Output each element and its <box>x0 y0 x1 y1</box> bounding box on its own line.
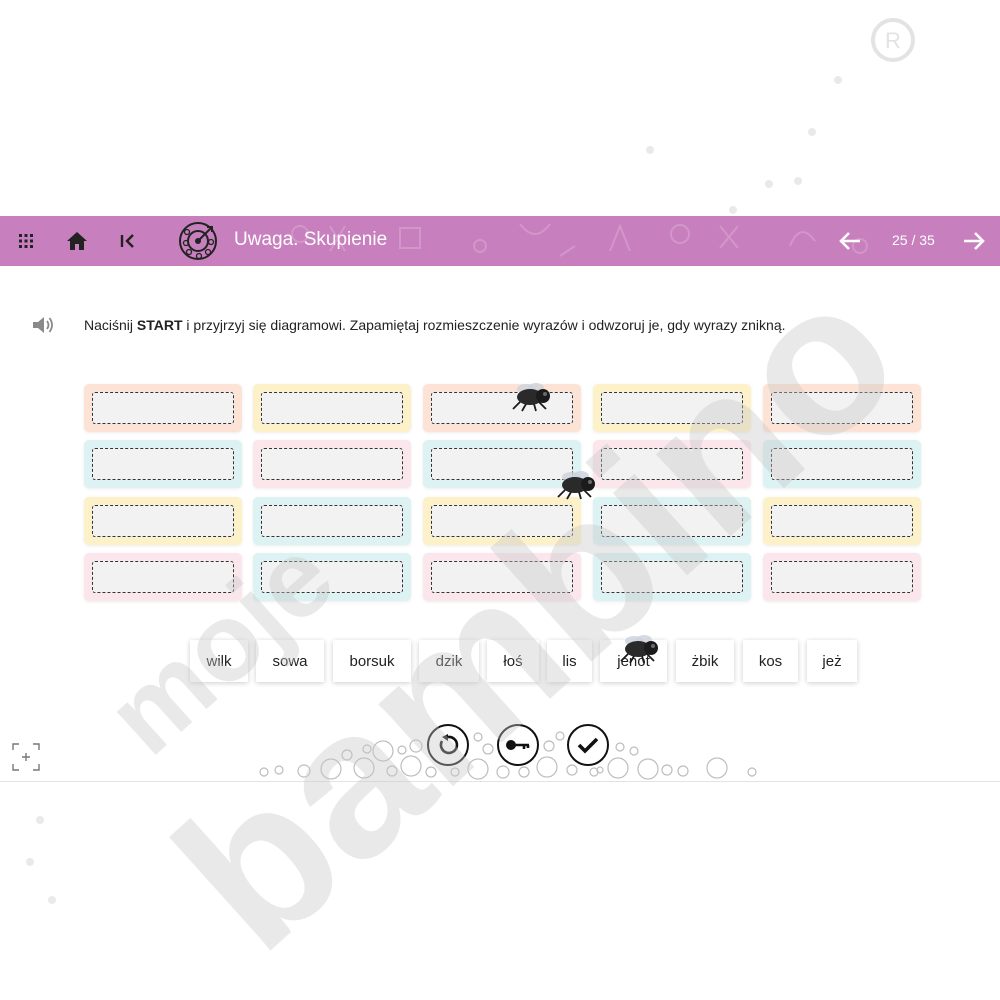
first-page-icon <box>120 234 134 248</box>
drop-slot[interactable] <box>253 553 411 601</box>
drop-slot[interactable] <box>84 440 242 488</box>
fly-icon <box>620 635 658 664</box>
focus-target-icon <box>179 222 217 260</box>
drop-slot-dashed-area <box>771 448 913 480</box>
home-button[interactable] <box>62 216 92 266</box>
drop-slot[interactable] <box>423 440 581 488</box>
registered-mark-icon: R <box>871 18 915 62</box>
app-frame-bottom <box>0 781 1000 782</box>
drop-slot-dashed-area <box>771 392 913 424</box>
page-counter: 25 / 35 <box>892 232 935 248</box>
page-title: Uwaga. Skupienie <box>234 229 388 250</box>
word-tile[interactable]: sowa <box>256 640 324 682</box>
word-tile[interactable]: jeż <box>807 640 857 682</box>
fly-icon <box>512 383 550 412</box>
drop-slot[interactable] <box>84 553 242 601</box>
previous-page-button[interactable] <box>836 216 864 266</box>
word-tile[interactable]: żbik <box>676 640 734 682</box>
drop-slot-dashed-area <box>771 561 913 593</box>
drop-slot-dashed-area <box>92 505 234 537</box>
word-tile[interactable]: borsuk <box>333 640 411 682</box>
arrow-right-icon <box>964 232 985 250</box>
drop-slot-dashed-area <box>261 505 403 537</box>
drop-slot-dashed-area <box>92 561 234 593</box>
drop-slot[interactable] <box>593 553 751 601</box>
key-icon <box>506 740 530 750</box>
drop-slot[interactable] <box>84 497 242 545</box>
drop-slot-dashed-area <box>261 561 403 593</box>
drop-slot-dashed-area <box>771 505 913 537</box>
drop-slot-dashed-area <box>261 392 403 424</box>
drop-slot[interactable] <box>593 440 751 488</box>
instruction-suffix: i przyjrzyj się diagramowi. Zapamiętaj r… <box>182 317 786 333</box>
drop-slot[interactable] <box>763 384 921 432</box>
drop-slot-dashed-area <box>431 561 573 593</box>
drop-slot[interactable] <box>593 497 751 545</box>
drop-slot[interactable] <box>253 440 411 488</box>
drop-slot-dashed-area <box>431 505 573 537</box>
drop-slot-dashed-area <box>92 392 234 424</box>
apps-grid-icon <box>19 234 33 248</box>
svg-text:R: R <box>885 28 901 53</box>
home-icon <box>67 232 87 250</box>
drop-slot-dashed-area <box>601 392 743 424</box>
drop-slot-dashed-area <box>431 448 573 480</box>
focus-target-badge <box>176 216 220 266</box>
drop-slot[interactable] <box>763 497 921 545</box>
word-tile[interactable]: dzik <box>419 640 479 682</box>
reset-icon <box>439 734 459 755</box>
drop-slot-dashed-area <box>92 448 234 480</box>
drop-slot[interactable] <box>84 384 242 432</box>
apps-grid-button[interactable] <box>10 216 42 266</box>
svg-text:bambino: bambino <box>133 233 940 993</box>
drop-slot-dashed-area <box>601 505 743 537</box>
word-tile[interactable]: lis <box>547 640 592 682</box>
fullscreen-icon[interactable] <box>12 743 40 771</box>
drop-slot[interactable] <box>763 553 921 601</box>
drop-slot[interactable] <box>253 384 411 432</box>
speaker-icon[interactable] <box>30 313 56 337</box>
drop-slot[interactable] <box>593 384 751 432</box>
word-tile[interactable]: kos <box>743 640 798 682</box>
instruction-text: Naciśnij START i przyjrzyj się diagramow… <box>84 317 786 333</box>
reset-button[interactable] <box>427 724 469 766</box>
next-page-button[interactable] <box>960 216 988 266</box>
drop-slot-dashed-area <box>601 448 743 480</box>
first-page-button[interactable] <box>114 216 142 266</box>
instruction-prefix: Naciśnij <box>84 317 137 333</box>
arrow-left-icon <box>839 232 860 250</box>
fly-icon <box>557 471 595 500</box>
show-answer-button[interactable] <box>497 724 539 766</box>
top-bar: Uwaga. Skupienie 25 / 35 <box>0 216 1000 266</box>
drop-slot[interactable] <box>423 497 581 545</box>
drop-slot[interactable] <box>253 497 411 545</box>
drop-slot-dashed-area <box>261 448 403 480</box>
header-doodle-pattern <box>291 223 868 257</box>
word-tile[interactable]: łoś <box>487 640 539 682</box>
check-button[interactable] <box>567 724 609 766</box>
word-tile[interactable]: wilk <box>190 640 248 682</box>
instruction-start-keyword: START <box>136 317 183 333</box>
drop-slot[interactable] <box>423 384 581 432</box>
drop-slot-dashed-area <box>601 561 743 593</box>
check-icon <box>577 737 599 754</box>
drop-slot[interactable] <box>763 440 921 488</box>
drop-slot[interactable] <box>423 553 581 601</box>
